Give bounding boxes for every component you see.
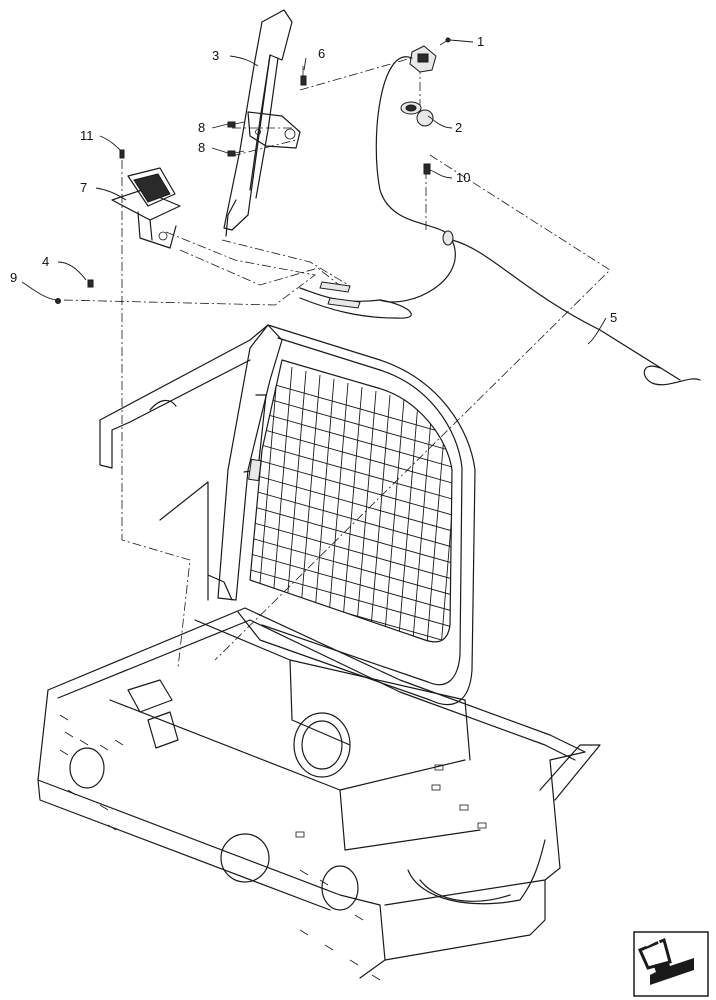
callout-8-lower: 8 xyxy=(198,140,205,155)
latch-handle-bracket xyxy=(223,9,301,237)
fastener-11 xyxy=(119,149,125,159)
bolt-8-lower xyxy=(227,150,245,157)
callout-9: 9 xyxy=(10,270,17,285)
clip-10 xyxy=(423,163,431,175)
door-screen-mesh xyxy=(249,359,453,643)
bolt-8-upper xyxy=(227,121,245,128)
callout-labels: 1 2 3 4 5 6 7 8 8 9 10 11 xyxy=(10,34,617,325)
fastener-9 xyxy=(55,298,61,304)
callout-5: 5 xyxy=(610,310,617,325)
callout-1: 1 xyxy=(477,34,484,49)
assembly-leader-lines xyxy=(61,54,611,669)
chassis-studs xyxy=(59,714,381,981)
callout-11: 11 xyxy=(80,128,94,143)
cable-assembly-5 xyxy=(299,56,701,386)
grommet-2 xyxy=(400,101,434,127)
navigation-arrow-icon[interactable] xyxy=(633,931,709,997)
callout-3: 3 xyxy=(212,48,219,63)
left-side-panel xyxy=(99,324,269,601)
chassis-frame xyxy=(37,607,601,981)
pedal-assembly-7 xyxy=(111,167,181,249)
cab-door-frame xyxy=(207,324,476,706)
callout-2: 2 xyxy=(455,120,462,135)
callout-8-upper: 8 xyxy=(198,120,205,135)
callout-leader-lines xyxy=(21,39,607,345)
callout-7: 7 xyxy=(80,180,87,195)
callout-6: 6 xyxy=(318,46,325,61)
fastener-4 xyxy=(87,279,94,288)
callout-10: 10 xyxy=(456,170,470,185)
callout-4: 4 xyxy=(42,254,49,269)
cable-connector-1 xyxy=(409,37,451,73)
bolt-6 xyxy=(300,66,307,86)
